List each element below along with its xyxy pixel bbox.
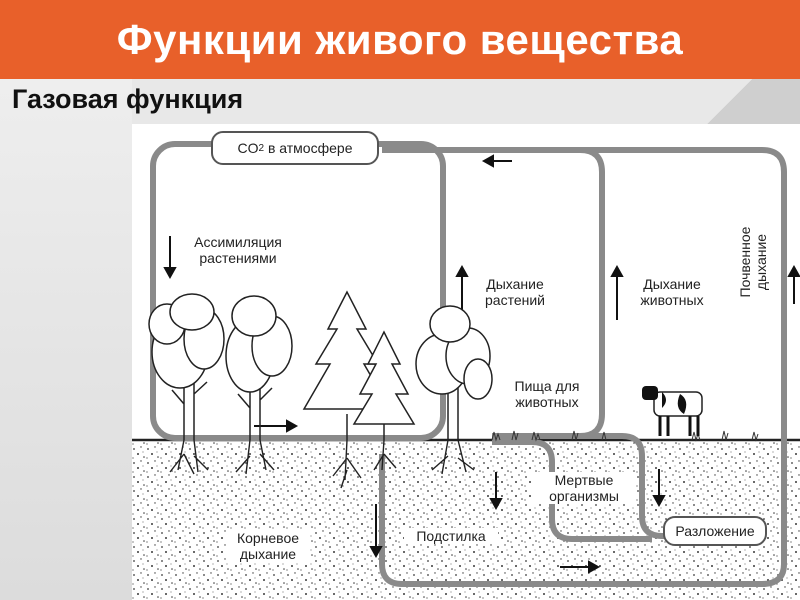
animal-respiration-line-2: животных [640, 292, 704, 308]
assimilation-line-1: Ассимиляция [194, 234, 282, 250]
arrow-down-assimilation [163, 236, 177, 280]
arrow-up-soil-resp [787, 264, 800, 304]
arrow-down-decomp [652, 469, 666, 508]
animal-food-label: Пища для животных [504, 378, 590, 410]
root-respiration-line-1: Корневое [236, 530, 300, 546]
soil-respiration-line-2: дыхание [753, 233, 769, 291]
plant-respiration-line-1: Дыхание [486, 276, 544, 292]
root-respiration-label: Корневое дыхание [226, 530, 310, 562]
co2-suffix: в атмосфере [264, 140, 353, 156]
animal-respiration-label: Дыхание животных [626, 276, 718, 308]
deciduous-tree-2-icon [225, 295, 293, 440]
arrow-right-bottom [560, 560, 601, 574]
litter-label: Подстилка [404, 528, 498, 544]
co2-prefix: CO [237, 140, 259, 156]
slide-subtitle: Газовая функция [12, 84, 244, 114]
deciduous-tree-1-icon [148, 293, 225, 440]
conifer-tree-2-icon [352, 330, 416, 440]
plant-respiration-line-2: растений [485, 292, 545, 308]
animal-food-line-1: Пища для [514, 378, 580, 394]
trees [148, 290, 493, 440]
animal-food-line-2: животных [515, 394, 579, 410]
slide-background [0, 79, 132, 600]
title-bar: Функции живого вещества [0, 0, 800, 79]
dead-organisms-loop [512, 433, 762, 539]
deciduous-tree-3-icon [415, 305, 493, 440]
assimilation-line-2: растениями [199, 250, 277, 266]
dead-organisms-line-1: Мертвые [554, 472, 614, 488]
grass [491, 430, 759, 442]
arrow-up-animal-resp [610, 264, 624, 320]
dead-organisms-line-2: организмы [549, 488, 619, 504]
cow-icon [642, 386, 703, 436]
decorative-stripe [690, 79, 800, 124]
dead-organisms-label: Мертвые организмы [532, 472, 636, 504]
co2-subscript: 2 [258, 142, 265, 154]
arrow-down-dead [489, 472, 503, 511]
decomposition-label: Разложение [663, 516, 767, 546]
arrow-left-top [481, 154, 512, 168]
root-respiration-line-2: дыхание [239, 546, 297, 562]
arrow-down-litter [369, 504, 383, 559]
soil-respiration-line-1: Почвенное [737, 226, 753, 298]
roots [169, 439, 475, 489]
soil-respiration-loop [379, 147, 787, 587]
assimilation-label: Ассимиляция растениями [180, 234, 296, 266]
soil-respiration-label: Почвенное дыхание [737, 214, 771, 310]
plant-respiration-label: Дыхание растений [472, 276, 558, 308]
animal-respiration-line-1: Дыхание [643, 276, 701, 292]
slide-title: Функции живого вещества [116, 15, 684, 63]
